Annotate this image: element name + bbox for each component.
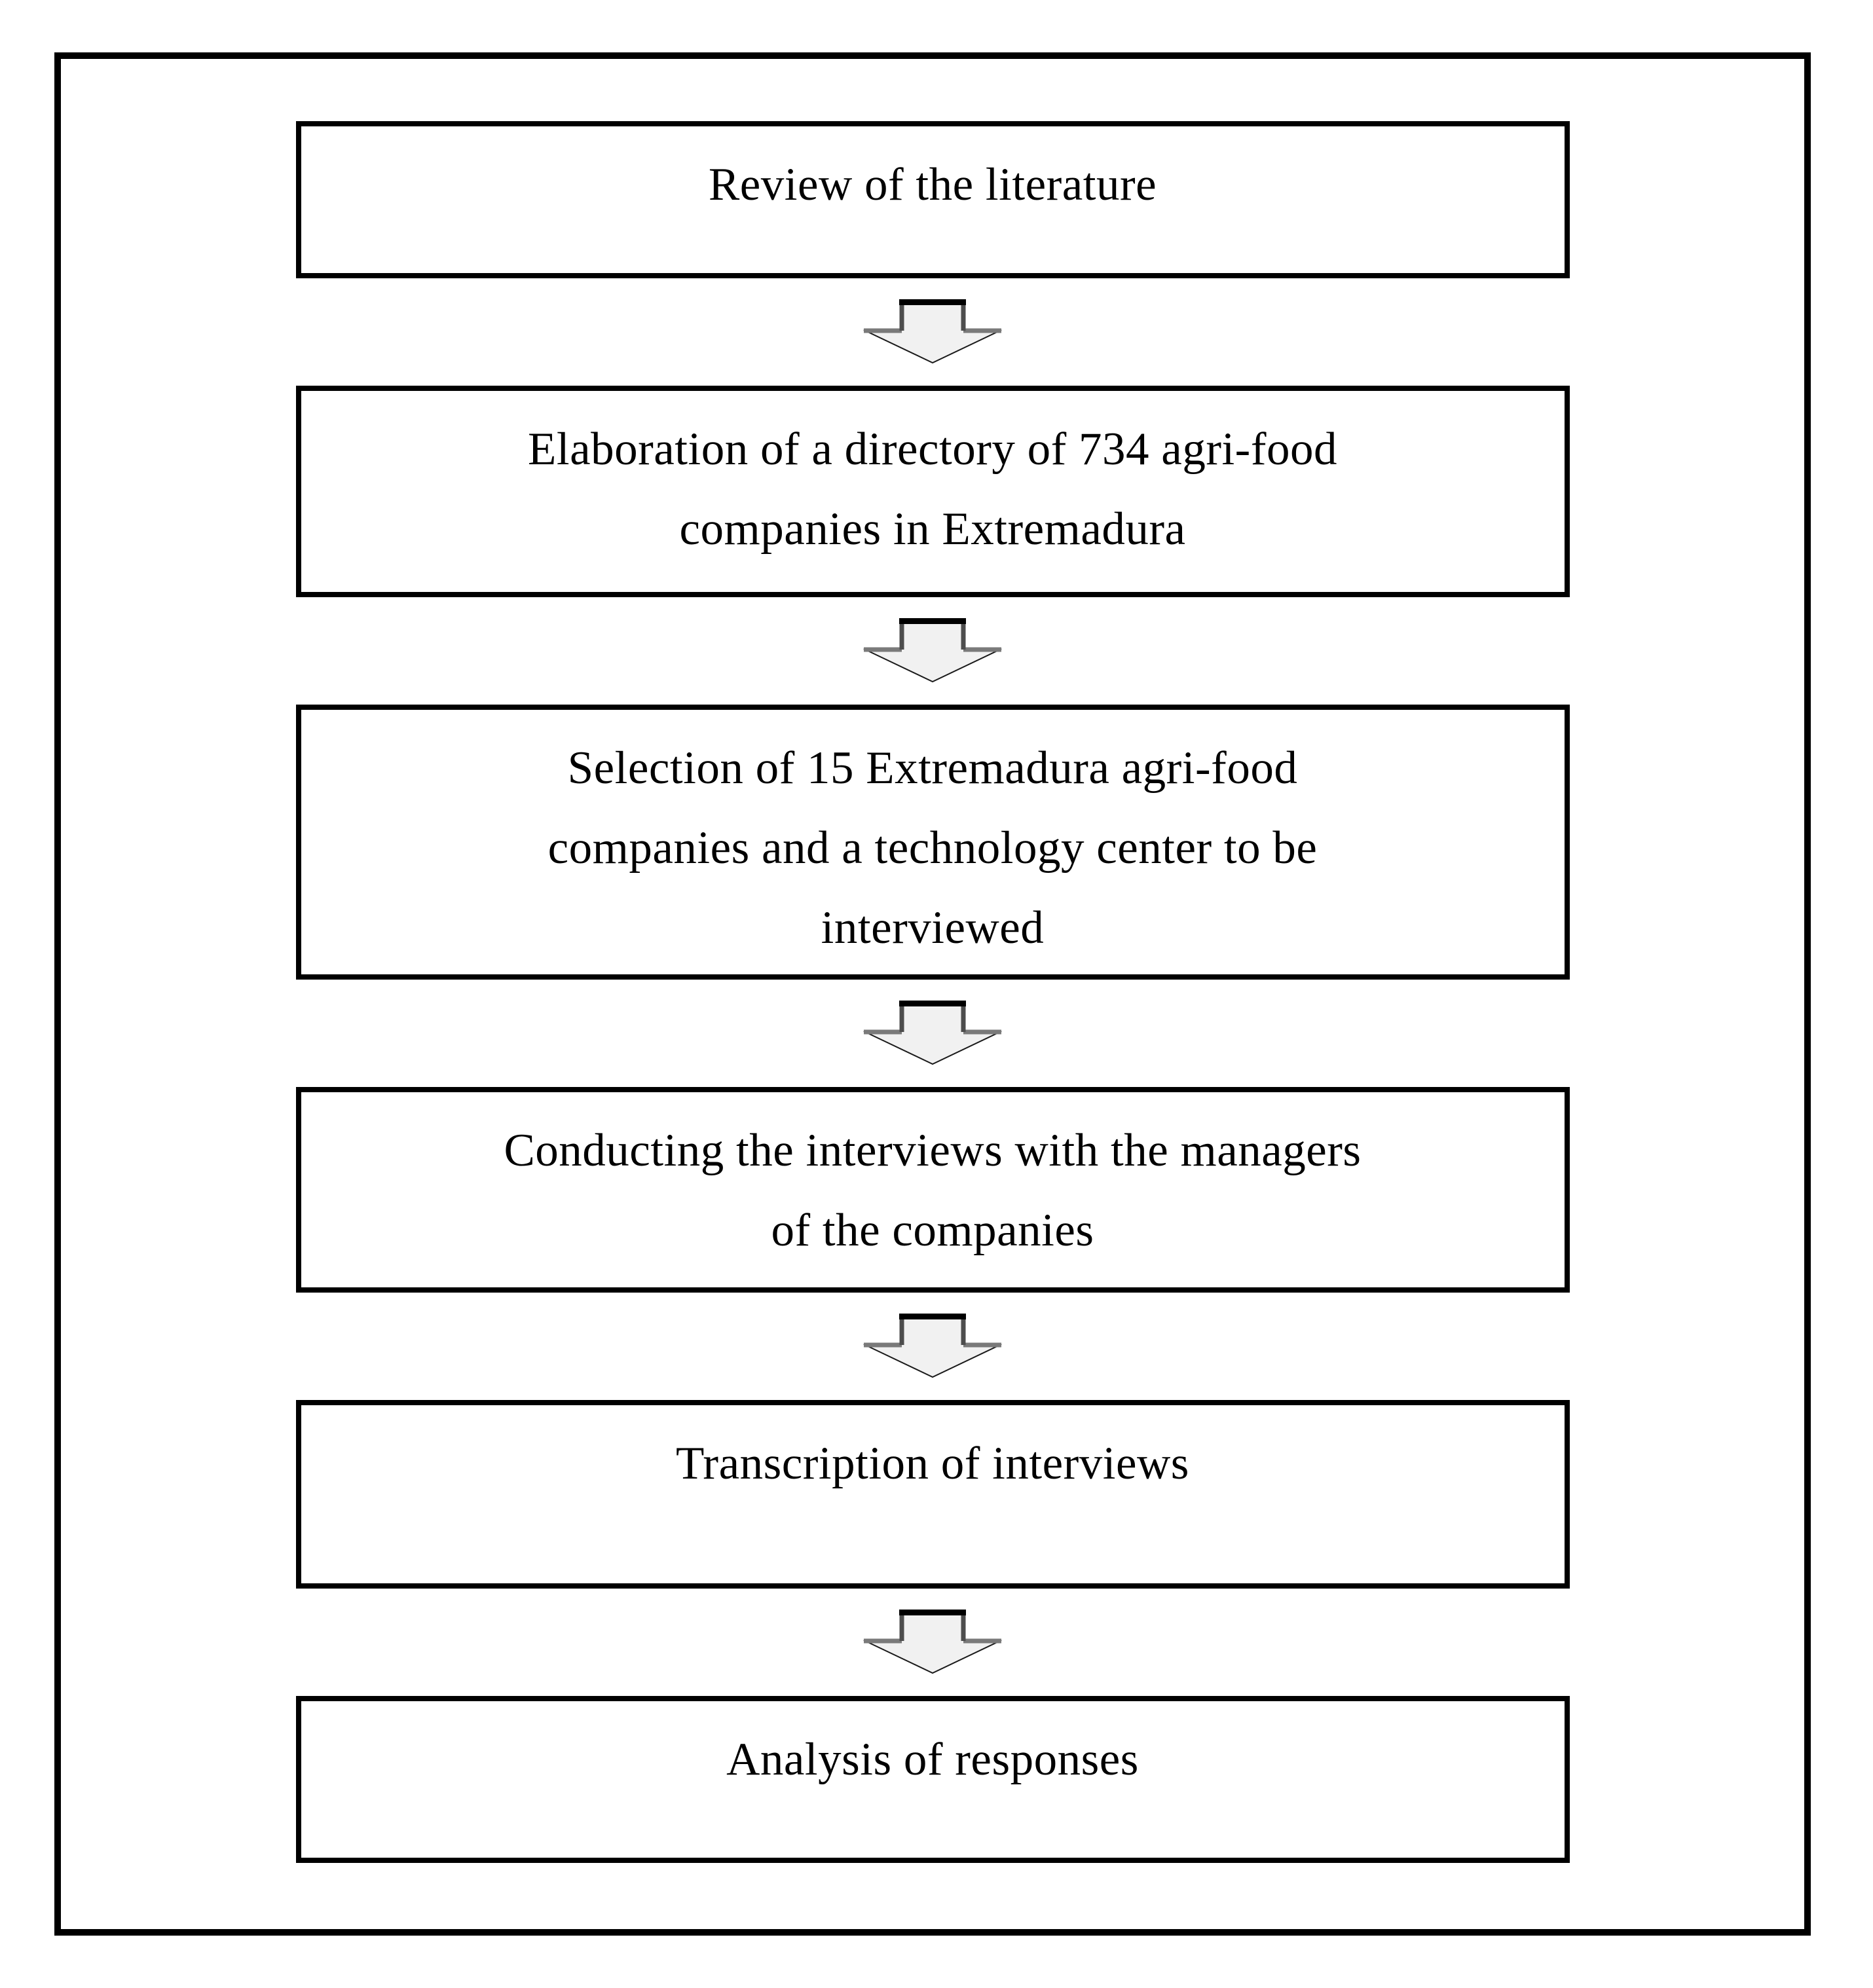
figure-outer-border: Review of the literature Elaboration of … — [54, 52, 1811, 1936]
flow-step-5-label: Transcription of interviews — [676, 1438, 1189, 1489]
down-block-arrow-icon — [863, 1001, 1002, 1065]
flow-step-1-label: Review of the literature — [708, 159, 1157, 210]
flow-step-6-label: Analysis of responses — [726, 1734, 1139, 1785]
flow-step-2-box: Elaboration of a directory of 734 agri-f… — [295, 386, 1570, 597]
flow-step-1-box: Review of the literature — [295, 121, 1570, 278]
flow-step-3-box: Selection of 15 Extremadura agri-food co… — [295, 705, 1570, 980]
flow-step-4-box: Conducting the interviews with the manag… — [295, 1087, 1570, 1293]
down-block-arrow-icon — [863, 1610, 1002, 1674]
flow-step-6-box: Analysis of responses — [295, 1696, 1570, 1863]
flowchart: Review of the literature Elaboration of … — [61, 59, 1804, 1863]
down-block-arrow-icon — [863, 618, 1002, 683]
flow-step-3-label: Selection of 15 Extremadura agri-food co… — [547, 743, 1318, 953]
down-block-arrow-icon — [863, 1314, 1002, 1378]
down-block-arrow-icon — [863, 299, 1002, 364]
flow-step-2-label: Elaboration of a directory of 734 agri-f… — [528, 424, 1337, 555]
flow-step-5-box: Transcription of interviews — [295, 1400, 1570, 1589]
flow-step-4-label: Conducting the interviews with the manag… — [504, 1125, 1362, 1256]
